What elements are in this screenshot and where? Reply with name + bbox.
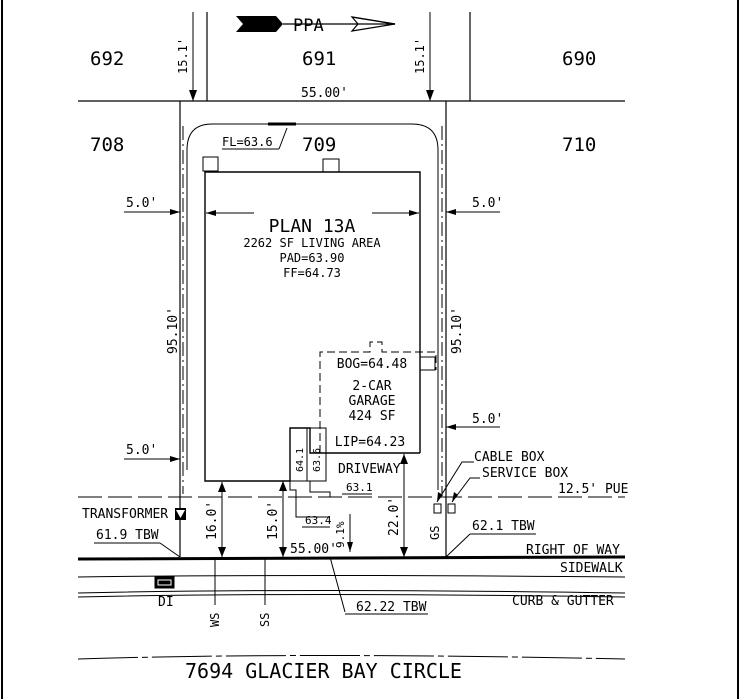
- cable-box-icon: [433, 503, 442, 514]
- top-setback-dims: [189, 12, 434, 101]
- side-right-bottom: 5.0': [472, 412, 503, 427]
- service-box-label: SERVICE BOX: [482, 466, 568, 481]
- ws-label: WS: [208, 613, 222, 627]
- street-name: 7694 GLACIER BAY CIRCLE: [185, 659, 462, 683]
- tbw-left: 61.9 TBW: [96, 528, 159, 543]
- tbw-right: 62.1 TBW: [472, 519, 535, 534]
- equipment-box-left: [202, 156, 219, 172]
- plan-living-area: 2262 SF LIVING AREA: [243, 236, 381, 250]
- gs-label: GS: [428, 526, 442, 540]
- front-left-dim: 16.0': [205, 501, 220, 540]
- side-setback-dims: [124, 209, 500, 462]
- front-right-dim: 22.0': [387, 497, 402, 536]
- setback-top-left: 15.1': [176, 38, 190, 74]
- driveway-label: DRIVEWAY: [338, 462, 401, 477]
- garage-line2: GARAGE: [349, 394, 396, 409]
- lot-number-708: 708: [90, 134, 124, 156]
- slope-label: 9.1%: [334, 521, 347, 548]
- equipment-box-top: [322, 158, 340, 173]
- elev-63-1: 63.1: [346, 481, 373, 494]
- side-length-dims: [182, 126, 443, 494]
- side-left-top: 5.0': [126, 196, 157, 211]
- elev-64-1: 64.1: [295, 448, 306, 472]
- plan-title: PLAN 13A: [269, 216, 356, 237]
- transformer-label: TRANSFORMER: [82, 507, 168, 522]
- right-of-way-label: RIGHT OF WAY: [526, 543, 620, 558]
- top-width-dim: 55.00': [301, 86, 348, 101]
- garage-bog: BOG=64.48: [337, 357, 407, 372]
- setback-top-right: 15.1': [413, 38, 427, 74]
- service-box-icon: [447, 503, 456, 514]
- front-mid-dim: 15.0': [266, 501, 281, 540]
- fl-elevation: FL=63.6: [222, 135, 273, 149]
- side-right-top: 5.0': [472, 196, 503, 211]
- north-arrow-label: PPA: [293, 16, 324, 36]
- elev-63-4: 63.4: [305, 514, 332, 527]
- north-arrow-icon: [236, 16, 396, 32]
- bottom-width-dim: 55.00': [290, 542, 337, 557]
- right-side-dim: 95.10': [450, 307, 465, 354]
- street-lines: [77, 555, 626, 660]
- garage-line1: 2-CAR: [352, 379, 391, 394]
- curb-gutter-label: CURB & GUTTER: [512, 594, 614, 609]
- left-side-dim: 95.10': [166, 307, 181, 354]
- plan-pad: PAD=63.90: [279, 251, 344, 265]
- elev-63-6: 63.6: [312, 448, 323, 472]
- sidewalk-label: SIDEWALK: [560, 561, 623, 576]
- side-left-bottom: 5.0': [126, 443, 157, 458]
- lot-number-691: 691: [302, 48, 336, 70]
- lot-lines: [78, 12, 625, 557]
- pue-label: 12.5' PUE: [558, 482, 628, 497]
- lot-number-709: 709: [302, 134, 336, 156]
- di-label: DI: [158, 595, 174, 610]
- cable-box-label: CABLE BOX: [474, 450, 545, 465]
- lot-number-692: 692: [90, 48, 124, 70]
- tbw-bottom: 62.22 TBW: [356, 600, 427, 615]
- setback-envelope: [186, 123, 439, 490]
- ss-label: SS: [258, 613, 272, 627]
- lot-number-710: 710: [562, 134, 596, 156]
- house-width-arrows: [206, 210, 419, 216]
- plan-ff: FF=64.73: [283, 266, 341, 280]
- garage-lip: LIP=64.23: [335, 435, 405, 450]
- front-setback-dims: [218, 454, 408, 557]
- garage-area: 424 SF: [349, 409, 396, 424]
- lot-number-690: 690: [562, 48, 596, 70]
- garage-outline: [319, 341, 437, 453]
- driveway-steps: [289, 427, 331, 518]
